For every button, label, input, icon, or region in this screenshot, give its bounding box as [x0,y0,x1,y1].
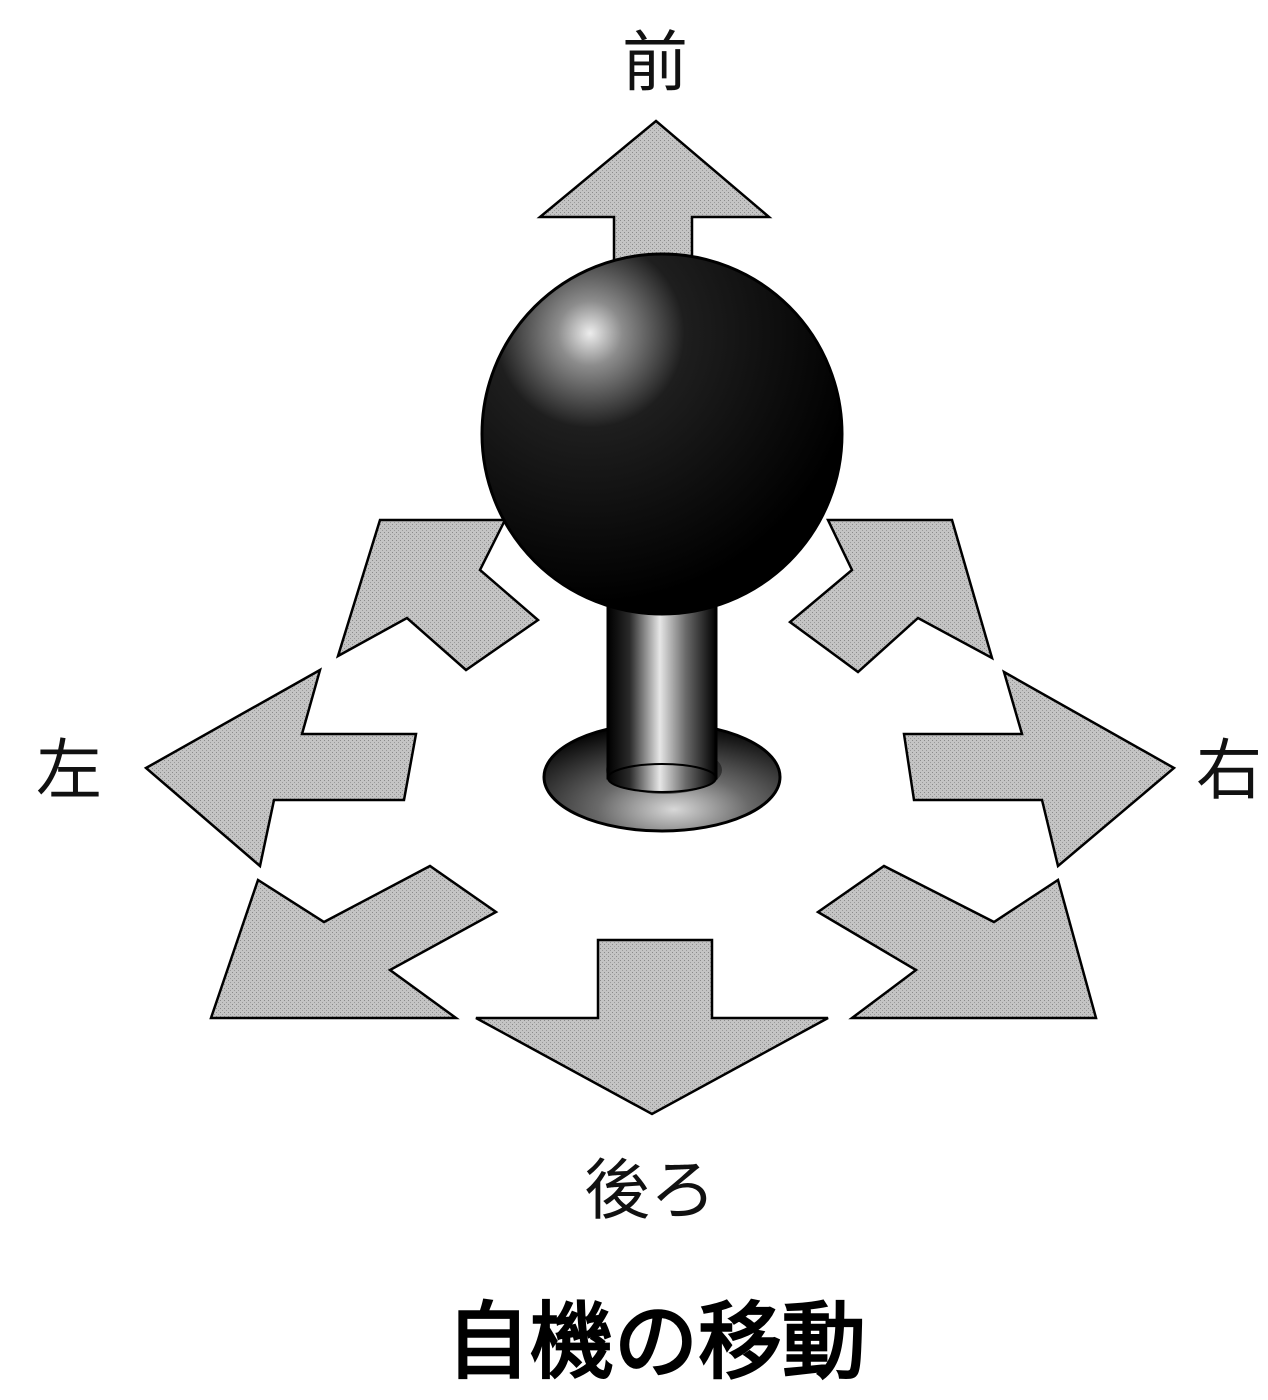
left-arrow-icon [143,667,418,869]
joystick-ball [480,252,844,616]
upper-right-arrow-icon [787,518,995,674]
upper-left-arrow-icon [335,518,541,672]
label-left: 左 [36,732,102,809]
lower-right-arrow-icon [815,864,1098,1020]
down-arrow-icon [475,938,829,1116]
right-arrow-icon [902,669,1177,869]
joystick-icon [480,252,844,833]
label-back: 後ろ [584,1152,716,1229]
diagram-caption: 自機の移動 [445,1293,867,1391]
label-right: 右 [1196,732,1262,809]
label-front: 前 [622,24,688,101]
lower-left-arrow-icon [209,864,499,1020]
up-arrow-icon [536,119,773,272]
